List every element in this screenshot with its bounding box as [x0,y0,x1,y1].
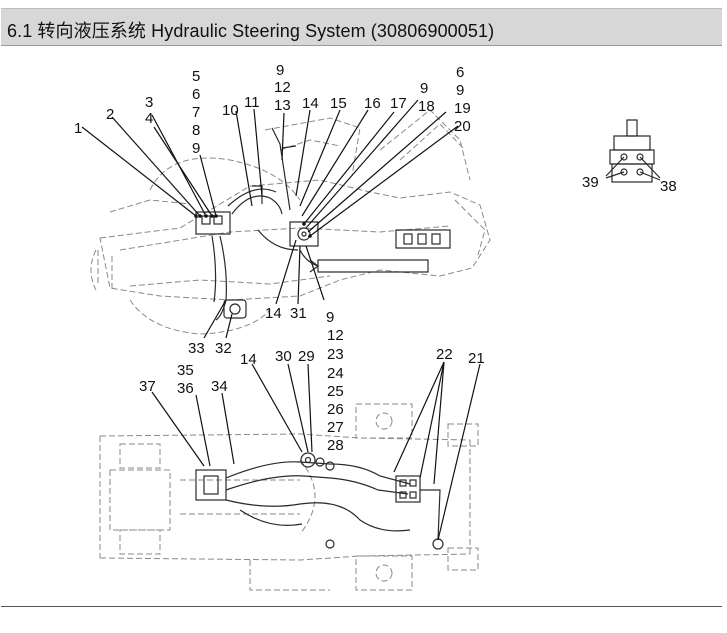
callout-25: 25 [327,383,344,400]
callout-9c: 9 [420,80,428,97]
callout-30: 30 [275,348,292,365]
callout-labels: 1 2 3 4 5 6 7 8 9 10 11 9 12 13 14 15 16… [74,62,677,454]
callout-7: 7 [192,104,200,121]
callout-15: 15 [330,95,347,112]
callout-27: 27 [327,419,344,436]
plan-view-hydraulics [195,452,444,550]
callout-34: 34 [211,378,228,395]
callout-11: 11 [244,94,260,111]
callout-16: 16 [364,95,381,112]
callout-39: 39 [582,174,599,191]
callout-38: 38 [660,178,677,195]
callout-14b: 14 [265,305,282,322]
callout-23: 23 [327,346,344,363]
callout-21: 21 [468,350,485,367]
callout-5: 5 [192,68,200,85]
side-view-hydraulics [195,127,451,321]
callout-28: 28 [327,437,344,454]
callout-8: 8 [192,122,200,139]
callout-1: 1 [74,120,82,137]
callout-6: 6 [192,86,200,103]
callout-2: 2 [106,106,114,123]
side-view-machine [90,109,491,335]
callout-24: 24 [327,365,344,382]
plan-view-leaders [151,361,481,541]
callout-33: 33 [188,340,205,357]
callout-32: 32 [215,340,232,357]
callout-14c: 14 [240,351,257,368]
steering-unit-detail [605,119,661,183]
callout-35: 35 [177,362,194,379]
top-view-arrowheads [194,214,312,238]
callout-20: 20 [454,118,471,135]
callout-17: 17 [390,95,407,112]
callout-10: 10 [222,102,239,119]
callout-37: 37 [139,378,156,395]
callout-31: 31 [290,305,307,322]
callout-9d: 9 [456,82,464,99]
title-bar: 6.1 转向液压系统 Hydraulic Steering System (30… [1,8,722,46]
callout-26: 26 [327,401,344,418]
callout-4: 4 [145,110,153,127]
callout-19: 19 [454,100,471,117]
callout-14: 14 [302,95,319,112]
callout-3: 3 [145,94,153,111]
callout-9: 9 [192,140,200,157]
callout-12: 12 [274,79,291,96]
bottom-divider [1,606,722,607]
callout-12b: 12 [327,327,344,344]
callout-6b: 6 [456,64,464,81]
callout-18: 18 [418,98,435,115]
top-view-leaders [81,99,459,339]
plan-view-machine [99,403,479,591]
callout-13: 13 [274,97,291,114]
page-title: 6.1 转向液压系统 Hydraulic Steering System (30… [7,21,495,41]
callout-22: 22 [436,346,453,363]
callout-9b: 9 [276,62,284,79]
callout-9e: 9 [326,309,334,326]
callout-36: 36 [177,380,194,397]
callout-29: 29 [298,348,315,365]
